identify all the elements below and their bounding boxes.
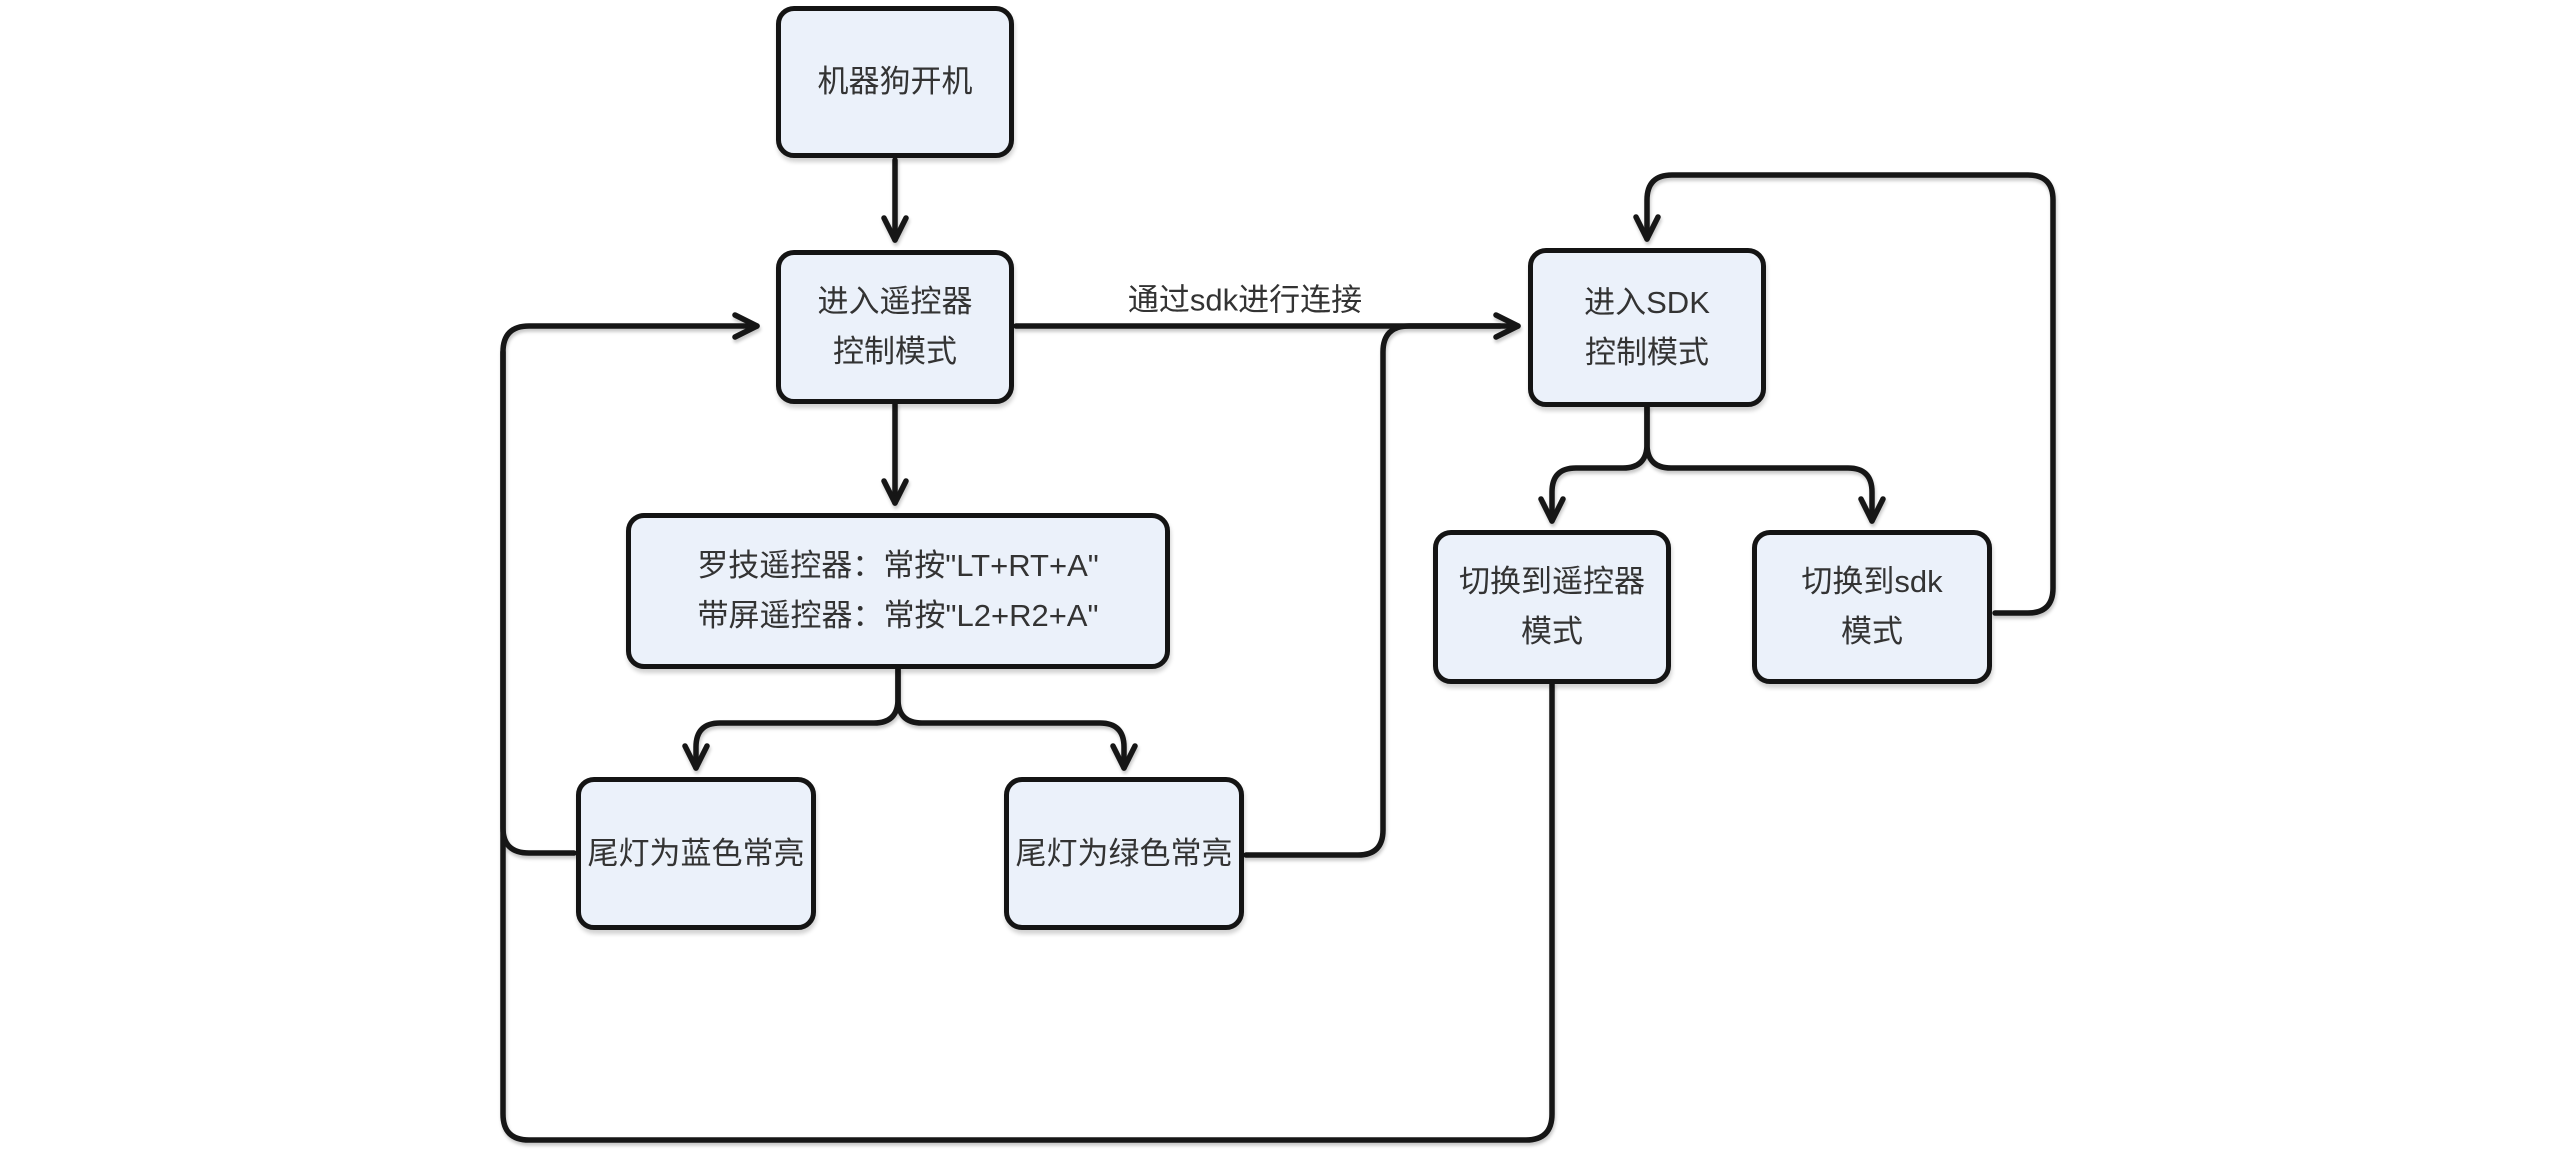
node-power-on: 机器狗开机 [776, 6, 1014, 158]
node-tail-green: 尾灯为绿色常亮 [1004, 777, 1244, 930]
edge-green-to-sdk [1243, 323, 1503, 858]
node-switch-remote: 切换到遥控器 模式 [1433, 530, 1671, 684]
edge-longpress-to-green [895, 666, 1138, 771]
edge-sdk-to-switchsdk [1644, 404, 1886, 524]
edge-label-sdk-connect: 通过sdk进行连接 [1121, 274, 1369, 320]
edge-sdk-to-switchremote [1538, 404, 1650, 524]
node-remote-mode: 进入遥控器 控制模式 [776, 250, 1014, 404]
edge-switchsdk-loop-to-sdk [1633, 172, 2056, 616]
node-tail-blue: 尾灯为蓝色常亮 [576, 777, 816, 930]
edge-blue-to-remote [500, 349, 577, 856]
node-sdk-mode: 进入SDK 控制模式 [1528, 248, 1766, 407]
edge-switchremote-return-to-remote [500, 312, 1555, 1143]
node-long-press: 罗技遥控器：常按"LT+RT+A" 带屏遥控器：常按"L2+R2+A" [626, 513, 1170, 669]
edge-longpress-to-blue [682, 666, 901, 771]
node-switch-sdk: 切换到sdk 模式 [1752, 530, 1992, 684]
